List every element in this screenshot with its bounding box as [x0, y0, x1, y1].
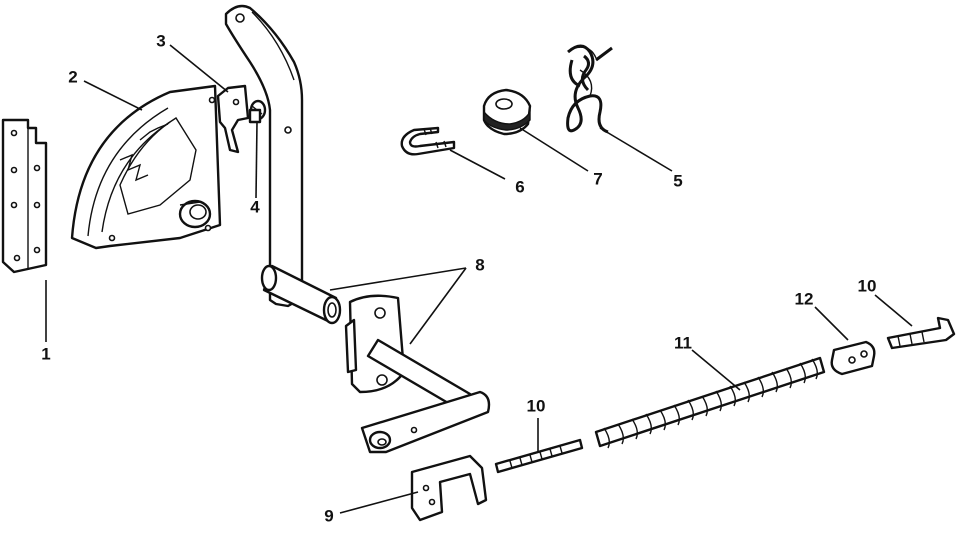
callout-12: 12 — [794, 289, 814, 309]
part-9-clip — [410, 454, 488, 522]
part-6-u-bolt — [400, 126, 456, 156]
part-2-quadrant-plate — [70, 84, 222, 250]
part-12-clevis — [830, 340, 876, 376]
callout-10-upper: 10 — [857, 276, 877, 296]
part-4-fastener — [248, 99, 267, 124]
part-11-spring — [594, 356, 826, 449]
callout-9: 9 — [324, 506, 334, 526]
callout-2: 2 — [68, 67, 78, 87]
part-8-shaft-assembly — [260, 264, 491, 454]
callout-3: 3 — [156, 31, 166, 51]
part-10-bent-rod — [886, 316, 956, 350]
part-3-small-bracket — [216, 84, 250, 154]
callout-7: 7 — [593, 169, 603, 189]
callout-11: 11 — [674, 333, 692, 353]
callout-6: 6 — [515, 177, 525, 197]
callout-1: 1 — [41, 344, 51, 364]
callout-5: 5 — [673, 171, 683, 191]
callout-4: 4 — [250, 197, 260, 217]
part-5-cord — [566, 44, 613, 134]
callout-10-lower: 10 — [526, 396, 546, 416]
leader-lines — [45, 44, 913, 514]
lever-arm — [224, 4, 304, 308]
part-1-mounting-bracket — [1, 118, 48, 274]
part-7-pulley — [482, 88, 532, 136]
callout-8: 8 — [475, 255, 485, 275]
part-10-threaded-rod — [494, 438, 584, 474]
